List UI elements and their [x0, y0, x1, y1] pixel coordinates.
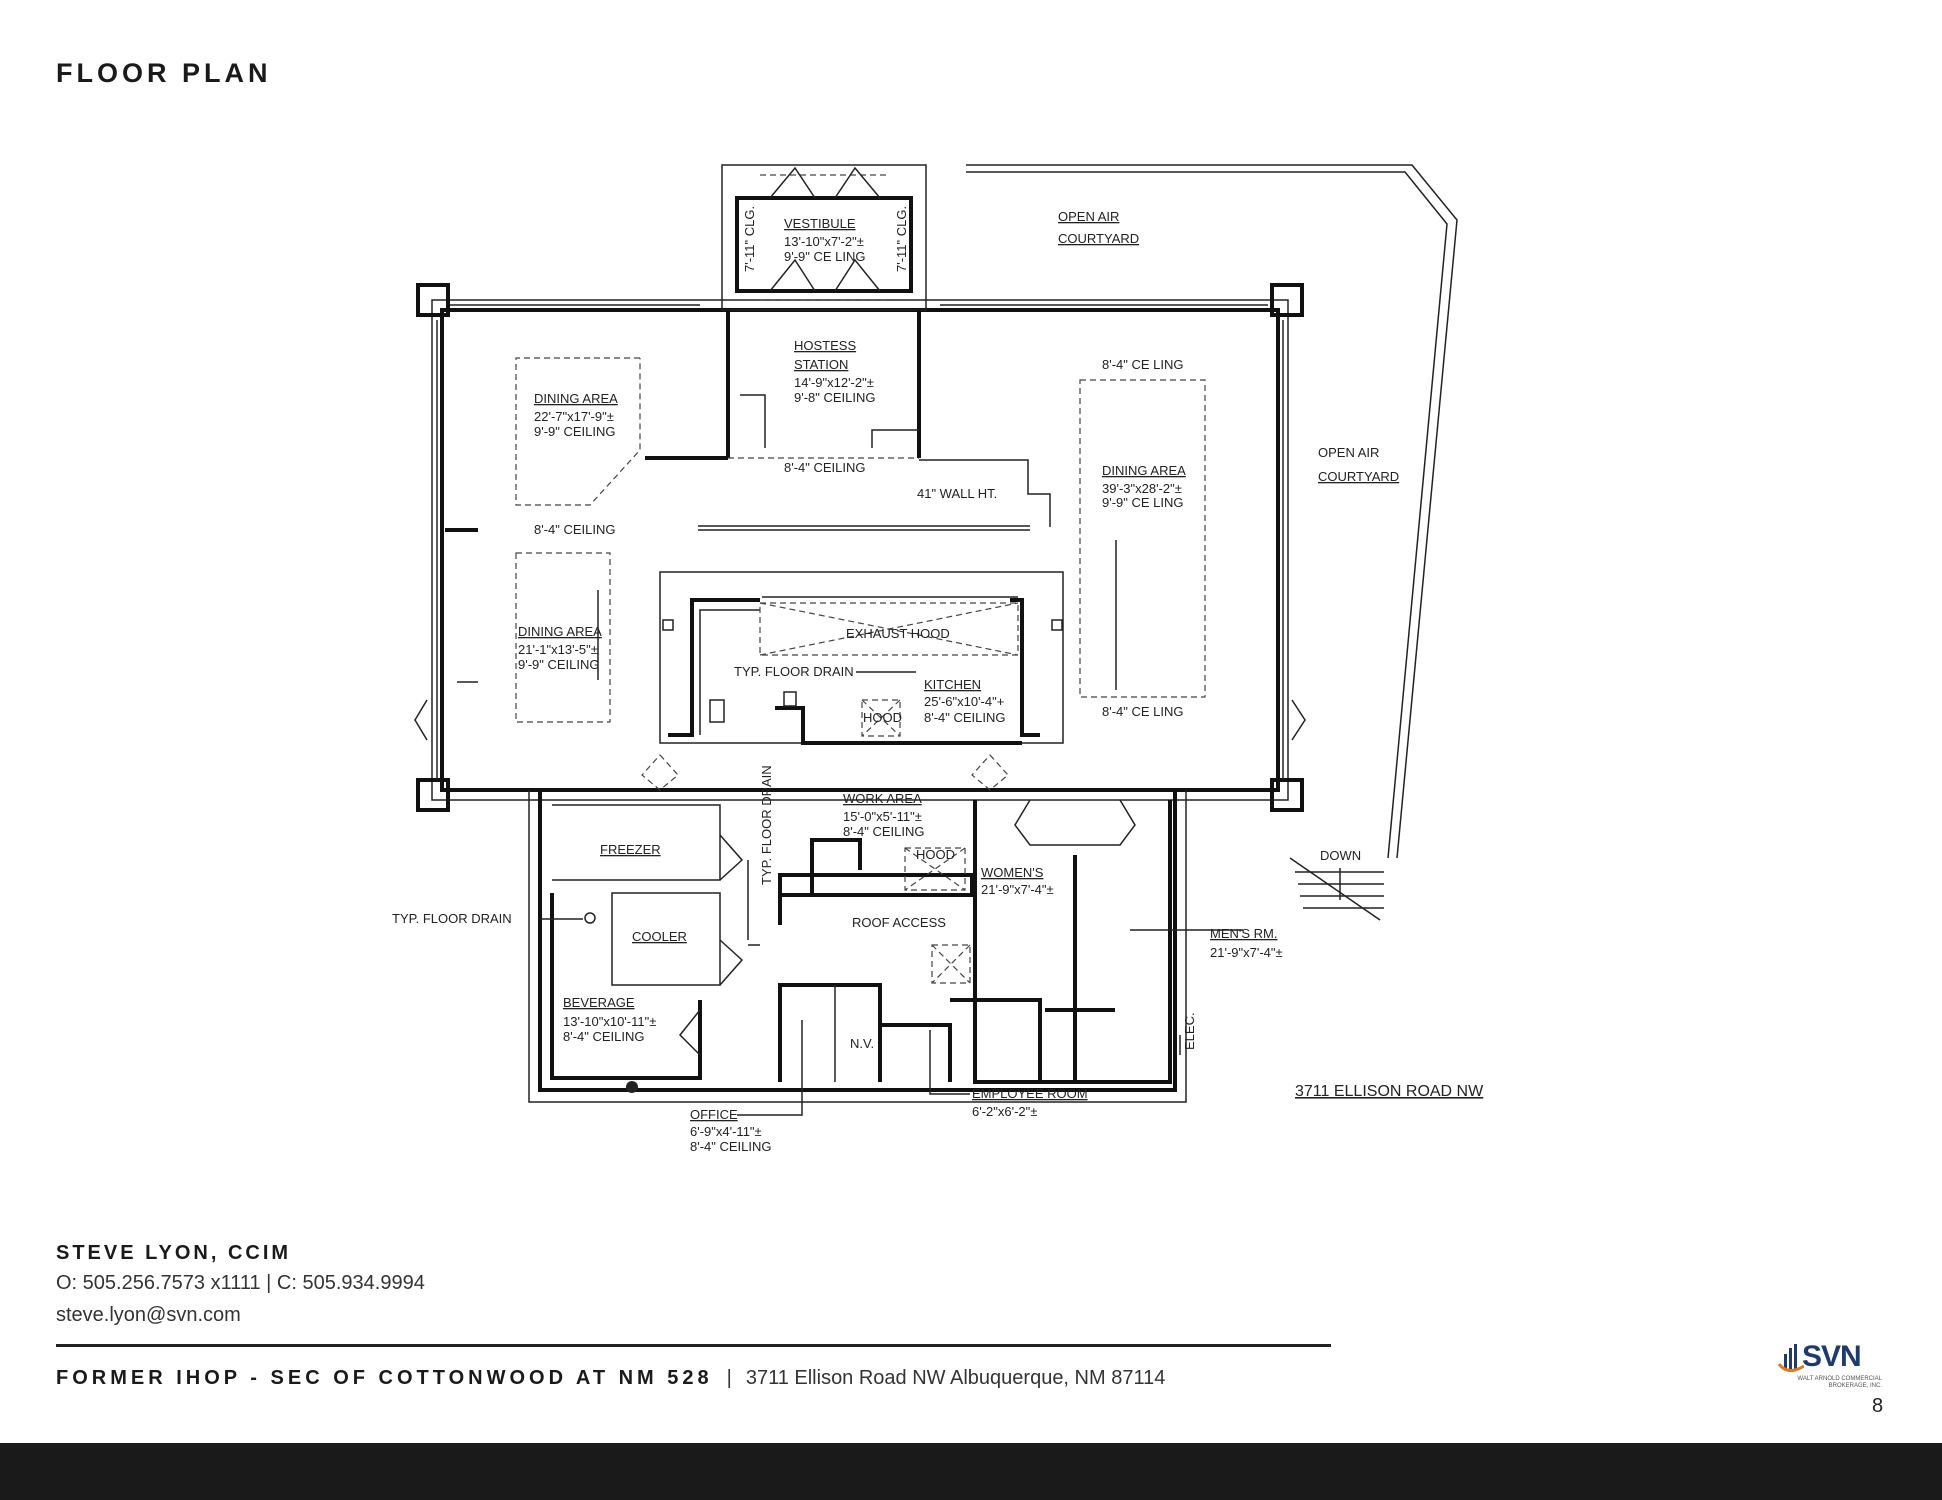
agent-name: STEVE LYON, CCIM — [56, 1242, 292, 1264]
office-ceiling: 8'-4" CEILING — [690, 1139, 772, 1154]
svn-logo: SVN WALT ARNOLD COMMERCIAL BROKERAGE, IN… — [1778, 1340, 1882, 1389]
page-title: FLOOR PLAN — [56, 58, 272, 88]
hostess-dims: 14'-9"x12'-2"± — [794, 375, 874, 390]
employee-room-label: EMPLOYEE ROOM — [972, 1086, 1088, 1101]
hostess-label-2: STATION — [794, 357, 848, 372]
work-area-hood-label: HOOD — [916, 847, 955, 862]
dining-nw-dims: 22'-7"x17'-9"± — [534, 409, 614, 424]
stairs-down-label: DOWN — [1320, 848, 1361, 863]
building-bars-icon — [1778, 1344, 1804, 1372]
dining-sw-ceiling: 9'-9" CEILING — [518, 657, 600, 672]
ceiling-note: 8'-4" CE LING — [1102, 357, 1184, 372]
mens-label: MEN'S RM. — [1210, 926, 1277, 941]
address-label: 3711 ELLISON ROAD NW — [1295, 1083, 1484, 1100]
bottom-bar — [0, 1443, 1942, 1500]
ceiling-note: 8'-4" CEILING — [534, 522, 616, 537]
courtyard-right-line2: COURTYARD — [1318, 469, 1399, 484]
kitchen-walls — [414, 571, 1306, 791]
separator: | — [726, 1367, 732, 1389]
courtyard-boundary — [966, 164, 1458, 921]
footer-property-line: FORMER IHOP - SEC OF COTTONWOOD AT NM 52… — [56, 1367, 1165, 1390]
hostess-ceiling: 9'-8" CEILING — [794, 390, 876, 405]
agent-phones: O: 505.256.7573 x1111 | C: 505.934.9994 — [56, 1272, 425, 1294]
dining-sw-label: DINING AREA — [518, 624, 602, 639]
work-area-dims: 15'-0"x5'-11"± — [843, 809, 922, 824]
floor-drain-note-vertical: TYP. FLOOR DRAIN — [759, 765, 774, 885]
mens-dims: 21'-9"x7'-4"± — [1210, 945, 1283, 960]
room-labels: VESTIBULE 13'-10"x7'-2"± 9'-9" CE LING 7… — [392, 206, 1484, 1154]
ceiling-note: 8'-4" CEILING — [784, 460, 866, 475]
vestibule-label: VESTIBULE — [784, 216, 856, 231]
vestibule-dims: 13'-10"x7'-2"± — [784, 234, 864, 249]
womens-label: WOMEN'S — [981, 865, 1044, 880]
footer-divider — [56, 1344, 1331, 1347]
beverage-label: BEVERAGE — [563, 995, 635, 1010]
dining-e-ceiling: 9'-9" CE LING — [1102, 495, 1184, 510]
office-label: OFFICE — [690, 1107, 738, 1122]
kitchen-hood-label: HOOD — [863, 710, 902, 725]
courtyard-top-line1: OPEN AIR — [1058, 209, 1119, 224]
womens-dims: 21'-9"x7'-4"± — [981, 882, 1054, 897]
logo-subtitle: WALT ARNOLD COMMERCIAL BROKERAGE, INC. — [1797, 1376, 1882, 1389]
vestibule-ceiling: 9'-9" CE LING — [784, 249, 866, 264]
property-address: 3711 Ellison Road NW Albuquerque, NM 871… — [745, 1367, 1166, 1389]
courtyard-top-line2: COURTYARD — [1058, 231, 1139, 246]
kitchen-label: KITCHEN — [924, 677, 981, 692]
dining-e-label: DINING AREA — [1102, 463, 1186, 478]
vestibule-side-clg-right: 7'-11" CLG. — [894, 206, 909, 272]
beverage-ceiling: 8'-4" CEILING — [563, 1029, 645, 1044]
ceiling-note: 8'-4" CE LING — [1102, 704, 1184, 719]
property-name: FORMER IHOP - SEC OF COTTONWOOD AT NM 52… — [56, 1367, 713, 1389]
employee-room-dims: 6'-2"x6'-2"± — [972, 1104, 1037, 1119]
stairs — [1295, 868, 1384, 909]
dining-area-outlines — [457, 357, 1206, 723]
floor-drain-note: TYP. FLOOR DRAIN — [734, 664, 854, 679]
freezer-label: FREEZER — [600, 842, 661, 857]
dining-nw-label: DINING AREA — [534, 391, 618, 406]
nv-label: N.V. — [850, 1036, 874, 1051]
page-number: 8 — [1872, 1395, 1884, 1417]
roof-access-label: ROOF ACCESS — [852, 915, 946, 930]
work-area-ceiling: 8'-4" CEILING — [843, 824, 925, 839]
floor-drain-note-left: TYP. FLOOR DRAIN — [392, 911, 512, 926]
vestibule-side-clg-left: 7'-11" CLG. — [742, 206, 757, 272]
elec-label: ELEC. — [1182, 1012, 1197, 1050]
exhaust-hood-label: EXHAUST HOOD — [846, 626, 950, 641]
hostess-walls — [445, 310, 1051, 532]
cooler-label: COOLER — [632, 929, 687, 944]
beverage-dims: 13'-10"x10'-11"± — [563, 1014, 656, 1029]
vestibule-walls — [721, 164, 927, 311]
dining-nw-ceiling: 9'-9" CEILING — [534, 424, 616, 439]
service-wing-walls — [528, 790, 1243, 1103]
agent-email[interactable]: steve.lyon@svn.com — [56, 1304, 241, 1326]
wall-height-note: 41" WALL HT. — [917, 486, 997, 501]
dining-e-dims: 39'-3"x28'-2"± — [1102, 481, 1182, 496]
office-dims: 6'-9"x4'-11"± — [690, 1124, 762, 1139]
kitchen-ceiling: 8'-4" CEILING — [924, 710, 1006, 725]
dining-sw-dims: 21'-1"x13'-5"± — [518, 642, 598, 657]
hostess-label-1: HOSTESS — [794, 338, 856, 353]
logo-text: SVN — [1802, 1340, 1862, 1373]
courtyard-right-line1: OPEN AIR — [1318, 445, 1379, 460]
kitchen-dims: 25'-6"x10'-4"+ — [924, 694, 1004, 709]
work-area-label: WORK AREA — [843, 791, 922, 806]
